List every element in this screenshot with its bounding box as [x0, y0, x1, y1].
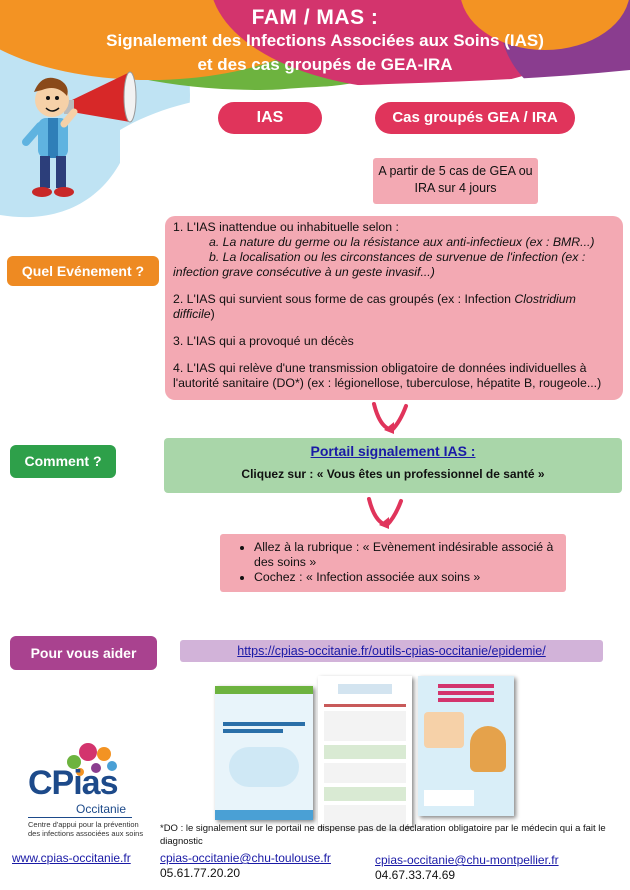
footnote: *DO : le signalement sur le portail ne d…: [160, 823, 606, 847]
section-quel-evenement: Quel Evénement ?: [7, 256, 159, 286]
event-item-2: 2. L'IAS qui survient sous forme de cas …: [173, 292, 576, 321]
brochure-thumbnail-2[interactable]: [318, 676, 412, 829]
steps-box: Allez à la rubrique : « Evènement indési…: [220, 534, 566, 592]
step-item: Allez à la rubrique : « Evènement indési…: [254, 540, 558, 570]
section-pour-vous-aider: Pour vous aider: [10, 636, 157, 670]
footer-phone-toulouse: 05.61.77.20.20: [160, 866, 241, 880]
portal-title[interactable]: Portail signalement IAS :: [310, 443, 476, 459]
help-link-bar: https://cpias-occitanie.fr/outils-cpias-…: [180, 640, 603, 662]
help-link[interactable]: https://cpias-occitanie.fr/outils-cpias-…: [237, 644, 546, 658]
gea-threshold-line1: A partir de 5 cas de GEA ou: [378, 164, 533, 178]
portal-instruction: Cliquez sur : « Vous êtes un professionn…: [241, 467, 545, 481]
logo-region: Occitanie: [76, 802, 127, 816]
section-comment: Comment ?: [10, 445, 116, 478]
cpias-logo-dots-icon: [67, 743, 117, 776]
footer-phone-montpellier: 04.67.33.74.69: [375, 868, 456, 882]
event-criteria-box: 1. L'IAS inattendue ou inhabituelle selo…: [165, 216, 623, 400]
brochure-thumbnail-3[interactable]: [418, 676, 514, 816]
event-item-1: 1. L'IAS inattendue ou inhabituelle selo…: [173, 220, 399, 234]
footer-email-toulouse-link[interactable]: cpias-occitanie@chu-toulouse.fr: [160, 851, 331, 865]
logo-name: CPias: [28, 764, 118, 802]
footer-website-link[interactable]: www.cpias-occitanie.fr: [12, 851, 131, 865]
gea-threshold-line2: IRA sur 4 jours: [414, 181, 497, 195]
logo-divider: [28, 817, 132, 818]
header-subtitle-2: et des cas groupés de GEA-IRA: [197, 55, 453, 74]
event-item-3: 3. L'IAS qui a provoqué un décès: [173, 334, 354, 348]
event-item-1a: a. La nature du germe ou la résistance a…: [209, 235, 595, 249]
arrow-down-icon-2: [367, 497, 403, 529]
footer-email-montpellier-link[interactable]: cpias-occitanie@chu-montpellier.fr: [375, 853, 559, 867]
tab-cas-groupes: Cas groupés GEA / IRA: [375, 102, 575, 134]
mascot-megaphone-icon: [22, 71, 137, 197]
portal-box: Portail signalement IAS : Cliquez sur : …: [164, 438, 622, 493]
brochure-thumbnail-1[interactable]: [215, 686, 313, 820]
event-item-1b: b. La localisation ou les circonstances …: [173, 250, 586, 279]
step-item: Cochez : « Infection associée aux soins …: [254, 570, 558, 585]
arrow-down-icon: [372, 402, 408, 434]
logo-tagline: Centre d'appui pour la prévention des in…: [28, 820, 144, 838]
header-subtitle: Signalement des Infections Associées aux…: [106, 31, 544, 50]
header-title: FAM / MAS :: [251, 6, 379, 29]
gea-threshold-box: A partir de 5 cas de GEA ou IRA sur 4 jo…: [373, 158, 538, 204]
tab-ias: IAS: [218, 102, 322, 134]
event-item-4: 4. L'IAS qui relève d'une transmission o…: [173, 361, 602, 390]
